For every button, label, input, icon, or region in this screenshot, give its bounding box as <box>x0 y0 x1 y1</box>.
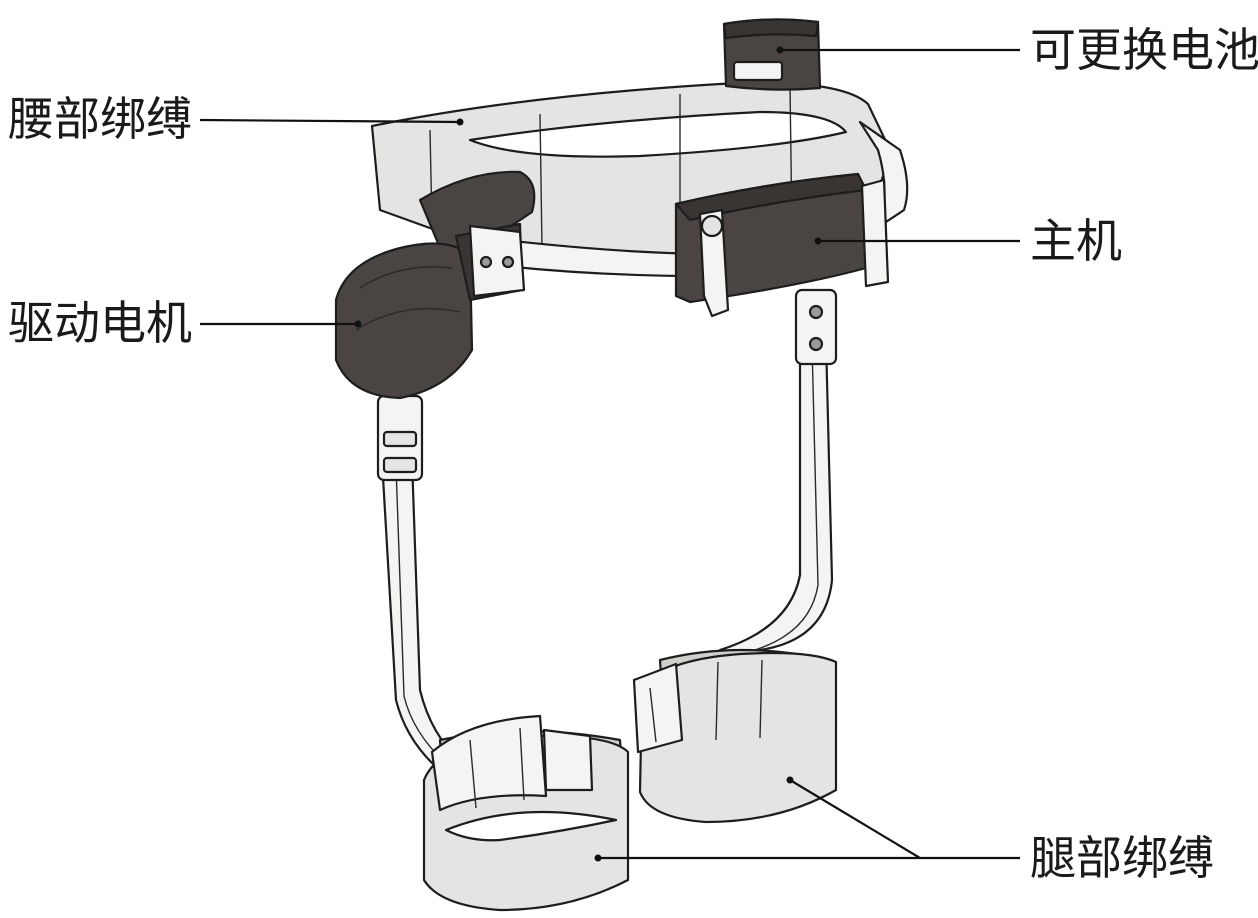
leader-dot-waist-strap <box>456 118 464 126</box>
callout-battery: 可更换电池 <box>776 23 1258 77</box>
label-waist-strap: 腰部绑缚 <box>8 92 192 146</box>
right-leg-cuff <box>632 648 838 824</box>
drive-motor <box>334 170 536 400</box>
callout-leg-strap: 腿部绑缚 <box>594 776 1214 885</box>
callout-waist-strap: 腰部绑缚 <box>8 92 464 146</box>
label-leg-strap: 腿部绑缚 <box>1030 831 1214 885</box>
label-drive-motor: 驱动电机 <box>8 296 192 350</box>
label-main-unit: 主机 <box>1030 214 1122 268</box>
left-leg-cuff <box>422 714 630 912</box>
left-leg-strut <box>376 394 472 782</box>
battery-pack <box>722 18 822 91</box>
callout-drive-motor: 驱动电机 <box>8 296 362 350</box>
callout-main-unit: 主机 <box>814 214 1122 268</box>
leader-dot-battery <box>776 46 784 54</box>
label-battery: 可更换电池 <box>1030 23 1258 77</box>
main-unit <box>674 172 890 318</box>
leader-dot-drive-motor <box>354 320 362 328</box>
leader-line-waist-strap <box>199 118 461 124</box>
right-leg-strut <box>718 288 838 662</box>
exoskeleton-illustration <box>334 18 909 912</box>
leader-dot-leg-strap-left <box>594 854 602 862</box>
leader-line-leg-strap-right <box>789 779 921 859</box>
leader-dot-leg-strap-right <box>786 776 794 784</box>
leader-dot-main-unit <box>814 237 822 245</box>
